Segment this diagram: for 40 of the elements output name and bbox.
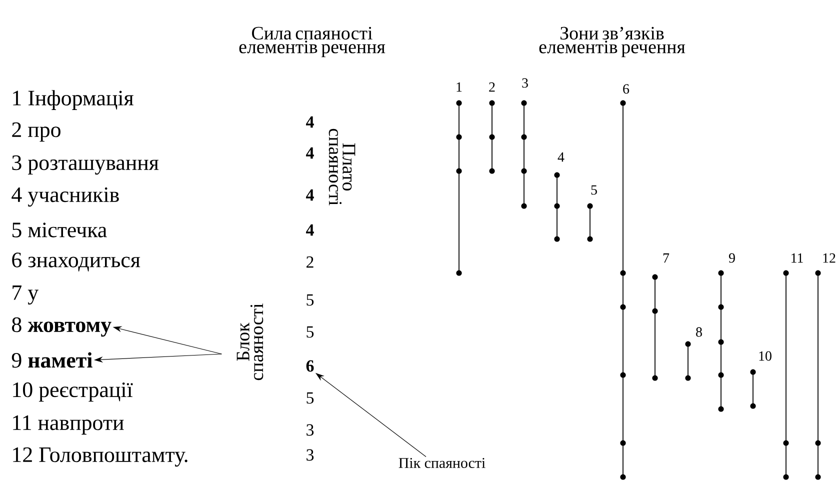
strength-number: 3 [306,424,314,436]
strength-number: 6 [306,360,314,372]
strength-number: 4 [306,116,314,128]
column-number: 8 [696,327,702,337]
word-item: 12 Головпоштамту. [13,447,188,467]
strength-number: 2 [306,256,314,268]
column-number: 10 [759,351,772,361]
word-item: 4 учасників [12,187,119,207]
column-heading: Зони зв’язків елементів речення [539,26,686,58]
column-number: 3 [522,78,528,88]
word-item: 11 навпроти [13,415,124,435]
rotated-label: Плато спаяності [328,128,356,206]
strength-number: 4 [306,189,314,201]
strength-number: 4 [306,147,314,159]
column-number: 4 [558,152,564,162]
word-item: 5 містечка [12,222,107,238]
column-number: 7 [663,253,670,263]
column-number: 1 [456,82,462,92]
word-item: 3 розташування [12,155,159,175]
column-number: 11 [792,253,803,263]
strength-number: 5 [306,392,314,404]
column-heading: Сила спаяності елементів речення [239,26,386,58]
strength-number: 4 [306,224,314,236]
strength-number: 3 [306,449,314,461]
word-item: 2 про [12,122,60,142]
word-item: 8 жовтому [12,317,112,337]
word-item: 6 знаходиться [12,252,140,272]
strength-number: 5 [306,294,314,306]
word-item: 1 Інформація [13,90,134,110]
column-number: 12 [823,253,836,263]
rotated-label: Блок спаяності [236,304,264,380]
callout-text: Пік спаяності [398,458,486,468]
column-number: 5 [591,185,597,195]
word-item: 7 у [12,285,38,305]
strength-number: 5 [306,326,314,338]
column-number: 2 [489,82,495,92]
word-item: 10 реєстрації [13,382,133,402]
column-number: 6 [623,84,630,94]
column-number: 9 [728,253,735,263]
word-item: 9 наметі [12,352,92,368]
